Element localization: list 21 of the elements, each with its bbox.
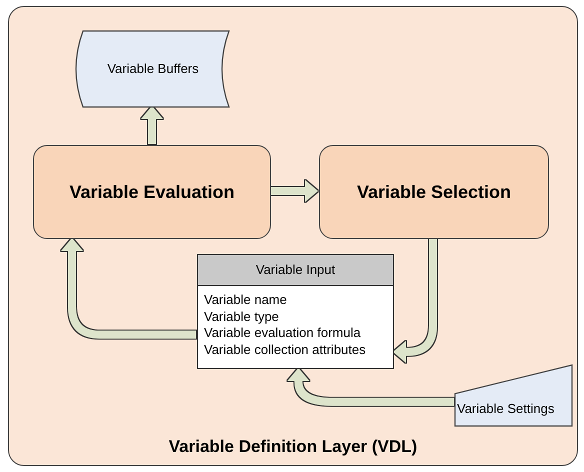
- table-header: Variable Input: [198, 255, 393, 286]
- block-arrow: [60, 238, 196, 338]
- manual-input-shape: [455, 365, 572, 426]
- stored-data-shape: [77, 31, 229, 107]
- field-text: Variable name: [203, 292, 288, 308]
- layer-panel: [8, 6, 578, 466]
- block-arrow: [270, 180, 318, 202]
- field-text: Variable evaluation formula: [203, 325, 362, 342]
- block-arrow: [287, 368, 454, 406]
- process-box: [33, 145, 271, 239]
- layer-title: Variable Definition Layer (VDL): [168, 437, 418, 457]
- shape-label: Variable Settings: [457, 401, 554, 416]
- field-text: Variable type: [203, 308, 280, 325]
- process-label: Variable Evaluation: [69, 182, 235, 202]
- data-table: [197, 254, 394, 369]
- process-label: Variable Selection: [356, 182, 512, 202]
- block-arrow: [392, 238, 437, 363]
- process-box: [319, 145, 549, 239]
- field-text: Variable collection attributes: [203, 342, 367, 358]
- block-arrow: [140, 106, 163, 144]
- shape-label: Variable Buffers: [106, 61, 200, 76]
